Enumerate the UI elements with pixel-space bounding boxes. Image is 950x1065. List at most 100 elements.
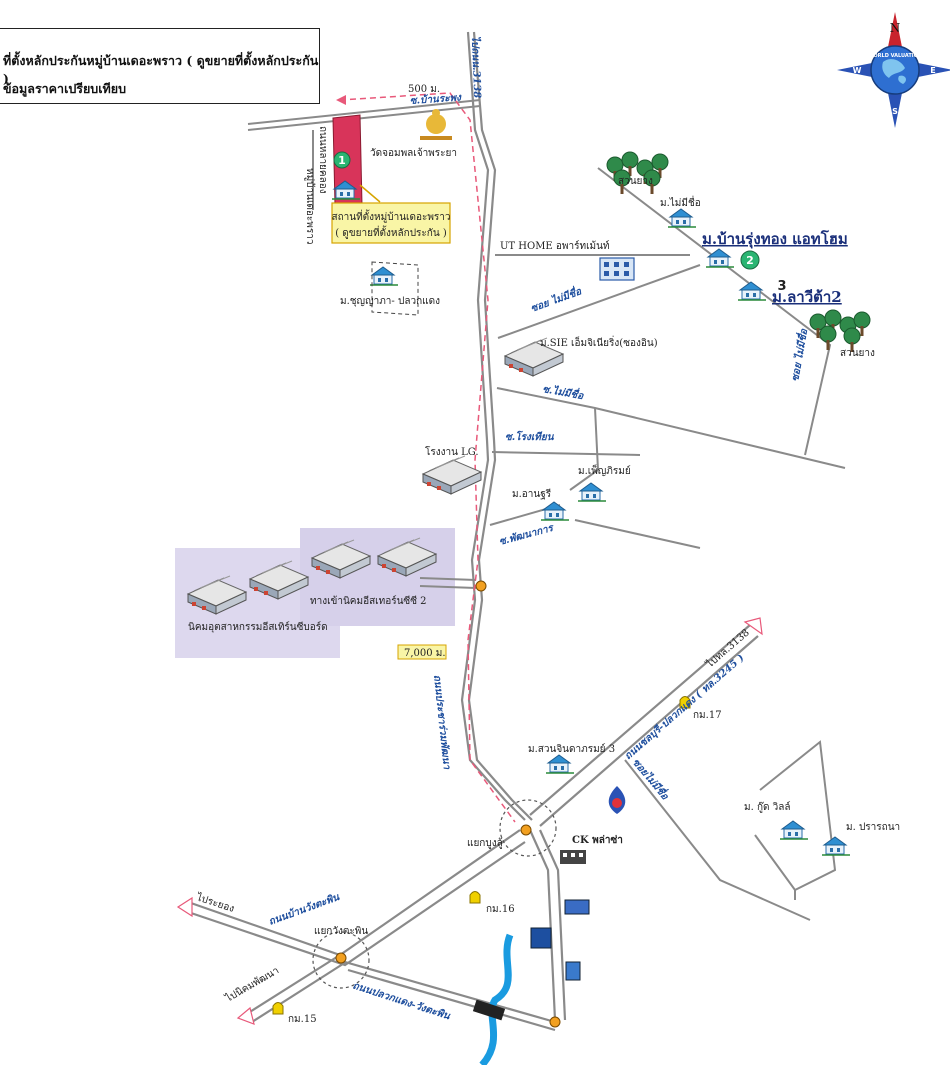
place-chunya: ม.ชุญญาภา- ปลวกแดง — [340, 296, 440, 307]
ptt-logo-icon — [608, 786, 626, 814]
place-estate2: ทางเข้านิคมอีสเทอร์นซีซี 2 — [310, 595, 427, 607]
route-line — [339, 92, 516, 823]
main-road-west-edge — [460, 31, 526, 821]
place-estate1: นิคมอุตสาหกรรมอีสเทิร์นซีบอร์ด — [188, 621, 328, 633]
route-arrow — [336, 95, 346, 105]
soi-maimi-2-branch — [569, 407, 600, 491]
place-ck: CK พล่าซ่า — [572, 834, 623, 846]
callout-leader — [359, 184, 381, 203]
title-box: ที่ตั้งหลักประกันหมู่บ้านเดอะพราว ( ดูขย… — [0, 28, 320, 104]
place-k17: กม.17 — [693, 710, 722, 721]
house-icon — [737, 281, 767, 301]
junction-circle-2 — [312, 931, 370, 989]
apartment-icon — [599, 257, 635, 281]
place-sie: ม.SIE เอ็มจิเนียริ่ง(ซองอิน) — [540, 335, 658, 349]
junction-circle-1 — [499, 799, 557, 857]
compass-north-point — [887, 12, 903, 52]
house-icon — [667, 208, 697, 228]
west-arrow — [176, 896, 193, 918]
shop-icon — [564, 899, 590, 915]
compass-brand: WORLD VALUATION — [868, 53, 922, 59]
place-goodvill: ม. กู๊ด วิลล์ — [744, 801, 791, 813]
sw-arrow — [236, 1006, 255, 1025]
place-junction1: แยกบูงลู้ — [467, 837, 503, 849]
marker-2: 2 — [740, 250, 760, 270]
svg-text:1: 1 — [338, 154, 346, 167]
west-road-edge-2 — [187, 841, 526, 967]
estate-entry-2 — [419, 585, 477, 589]
place-prakanna: ม. ปรารถนา — [846, 822, 900, 833]
distance-box — [397, 644, 447, 660]
place-k15: กม.15 — [288, 1014, 317, 1025]
house-icon — [540, 501, 570, 521]
place-k16: กม.16 — [486, 904, 515, 915]
title-line1: ที่ตั้งหลักประกันหมู่บ้านเดอะพราว ( ดูขย… — [3, 53, 319, 86]
traffic-light-icon — [549, 1016, 561, 1028]
place-phenphirom: ม.เพ็ญภิรมย์ — [578, 463, 631, 477]
ck-plaza-icon — [560, 850, 586, 864]
road-label-phatthanakan: ซ.พัฒนาการ — [498, 522, 556, 548]
place-rubber1: สวนยาง — [618, 176, 653, 187]
south-road-edge-1 — [528, 829, 557, 1021]
road-label-khang: ถนนหลายคลอง — [317, 126, 328, 194]
place-ut-home: UT HOME อพาร์ทเม้นท์ — [500, 240, 610, 252]
estate-entry-1 — [419, 577, 477, 581]
road-label-rongthian: ซ.โรงเทียน — [505, 430, 555, 443]
place-lawi: ม.ลาวีต้า2 — [772, 288, 842, 306]
house-icon — [705, 248, 735, 268]
road-label-charoen: ซ.บ้านระพง — [409, 91, 462, 107]
traffic-light-icon — [475, 580, 487, 592]
place-baan-rung: ม.บ้านรุ่งทอง แอทโฮม — [702, 229, 848, 249]
house-icon — [779, 820, 809, 840]
village-road — [754, 834, 796, 900]
traffic-light-icon — [520, 824, 532, 836]
title-line2: ข้อมูลราคาเปรียบเทียบ — [3, 81, 127, 96]
place-plot-side: หมู่บ้านเดอะพราว — [304, 168, 316, 244]
km-post-icon — [469, 891, 481, 904]
marker-1: 1 — [333, 151, 351, 169]
rubber-plantation-icon-2 — [809, 309, 871, 353]
road-label-maimi3: ซอย ไม่มีชื่อ — [787, 327, 810, 383]
south-road-edge-2 — [538, 829, 567, 1021]
svg-text:2: 2 — [746, 254, 754, 267]
compass-n: N — [890, 21, 901, 35]
compass-w: W — [853, 66, 862, 75]
distance-500: 500 ม. — [408, 84, 440, 95]
traffic-light-icon — [335, 952, 347, 964]
compass-east-point — [913, 62, 950, 78]
place-rubber2: สวนยาง — [840, 348, 875, 359]
ne-road-edge-2 — [539, 635, 759, 827]
road-label-ne-road: ถนนชลบุรี-ปลวกแดง ( ทล.3245 ) — [622, 652, 747, 763]
place-maimi-vil: ม.ไม่มีชื่อ — [660, 195, 701, 209]
soi-maimi-2 — [496, 387, 846, 469]
river — [479, 933, 514, 1065]
compass-s: S — [892, 107, 898, 116]
road-label-north: ไปถนน.3138 — [469, 36, 484, 99]
rungthong-road — [597, 167, 832, 456]
compass-rose: WORLD VALUATION N S W E — [837, 12, 950, 128]
sw-road-edge-2 — [251, 961, 347, 1023]
compass-e: E — [930, 66, 935, 75]
village-outline — [371, 261, 419, 316]
village-boundary — [759, 740, 837, 891]
road-label-maimi4: ซอยไม่มีชื่อ — [630, 755, 673, 803]
soi-maimi-1 — [497, 264, 701, 339]
place-lg: โรงงาน LG. — [425, 445, 479, 458]
distance-7000: 7,000 ม. — [404, 648, 446, 659]
place-amnuay: ม.อานฐรี — [512, 488, 552, 500]
compass-south-point — [887, 88, 903, 128]
sw-road-edge-1 — [244, 954, 341, 1016]
callout-line1: สถานที่ตั้งหมู่บ้านเดอะพราว — [331, 209, 450, 223]
callout-box — [331, 202, 451, 244]
km-post-icon — [272, 1002, 284, 1015]
house-icon — [577, 482, 607, 502]
ne-road-edge-1 — [529, 624, 751, 816]
marker-3: 3 — [777, 279, 786, 294]
road-label-main-sw: ถนนประชาร่วมพัฒนา — [431, 674, 453, 771]
soi-phatthanakan-2 — [574, 519, 701, 549]
top-road-2 — [247, 105, 481, 131]
rubber-plantation-icon-1 — [606, 151, 669, 195]
bank-icon — [530, 927, 552, 949]
temple-icon — [420, 109, 452, 140]
